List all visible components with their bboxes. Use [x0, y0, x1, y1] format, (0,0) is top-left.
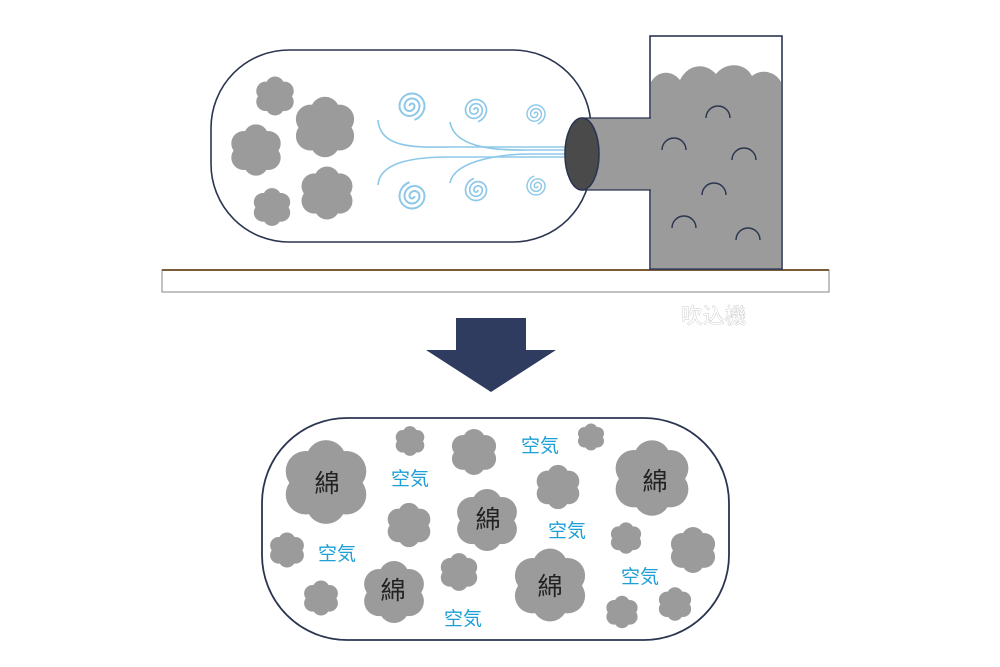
cotton-clump: [256, 76, 294, 116]
cotton-clump: [270, 532, 304, 568]
air-labels: 空気 空気 空気 空気 空気 空気: [318, 435, 659, 630]
air-label: 空気: [548, 520, 586, 542]
down-arrow: [426, 318, 556, 392]
cotton-clump: [440, 553, 478, 591]
cotton-label: 綿: [537, 572, 562, 601]
air-flow: [377, 92, 595, 210]
cotton-clump: [304, 580, 338, 616]
cotton-clump: [670, 527, 716, 573]
cotton-label: 綿: [314, 469, 339, 498]
cotton-clump: [578, 423, 604, 451]
air-stream-upper: [377, 119, 595, 148]
air-label: 空気: [621, 566, 659, 588]
air-label: 空気: [391, 468, 429, 490]
result-scene: 綿 綿 綿 綿 綿 空気 空気 空気 空気 空気 空気: [261, 417, 730, 641]
cotton-label: 綿: [642, 467, 667, 496]
air-stream-lower: [377, 156, 595, 186]
cotton-label: 綿: [475, 505, 500, 534]
air-label: 空気: [318, 543, 356, 565]
cotton-clump: [606, 595, 638, 629]
air-stream-lower-2: [449, 153, 595, 184]
hose-edges: [582, 117, 651, 191]
blower-hose: [582, 118, 651, 190]
air-label: 空気: [521, 435, 559, 457]
cotton-clump: [387, 502, 431, 548]
cotton-label: 綿: [380, 576, 405, 605]
cotton-clump: [658, 587, 692, 621]
blower-hopper-fill: [651, 65, 781, 268]
hopper-fiber-marks: [661, 105, 761, 241]
cotton-clump: [395, 426, 425, 456]
blower-machine: [564, 35, 783, 270]
cotton-clump: [610, 522, 642, 554]
cotton-clump: [253, 188, 291, 226]
cotton-clump: [536, 464, 580, 510]
cotton-clump: [451, 429, 497, 475]
blower-label: 吹込機: [681, 304, 747, 328]
cotton-clump: [301, 166, 353, 220]
floor-board: [161, 269, 830, 293]
air-stream-upper-2: [449, 121, 595, 151]
cotton-labels: 綿 綿 綿 綿 綿: [314, 467, 667, 605]
cotton-clump: [295, 96, 355, 158]
hose-nozzle: [564, 117, 600, 191]
cotton-clump: [231, 124, 281, 176]
air-label: 空気: [444, 608, 482, 630]
top-scene: 吹込機: [161, 35, 830, 328]
